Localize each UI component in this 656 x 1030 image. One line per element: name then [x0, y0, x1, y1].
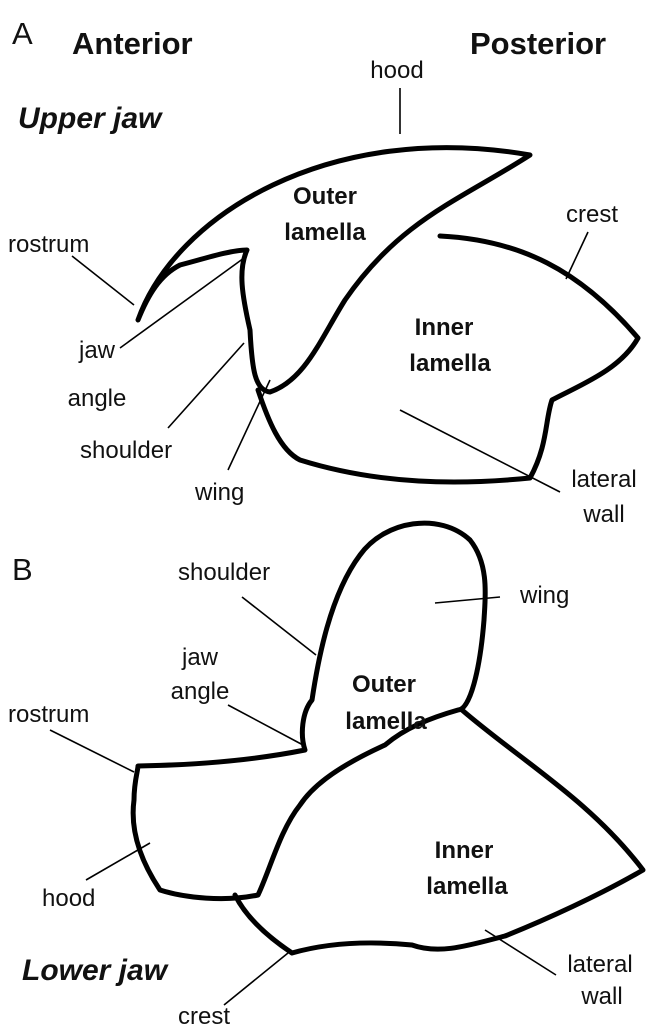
jaw-angle-label-a-line2: angle	[68, 385, 127, 412]
lateral-wall-leader-b	[485, 930, 556, 975]
hood-label-b: hood	[42, 885, 95, 912]
anterior-heading: Anterior	[72, 26, 193, 61]
lateral-wall-label-a: lateral	[571, 466, 636, 493]
upper-outer-lamella-label-line2: lamella	[284, 219, 366, 246]
rostrum-leader-a	[72, 256, 134, 305]
wing-leader-b	[435, 597, 500, 603]
shoulder-label-b: shoulder	[178, 559, 270, 586]
lower-inner-lamella-label-line2: lamella	[426, 873, 508, 900]
crest-leader-b	[224, 953, 288, 1005]
lower-inner-lamella-label: Inner	[435, 837, 494, 864]
upper-jaw-drawing	[72, 88, 638, 492]
wing-label-a: wing	[194, 479, 244, 506]
rostrum-label-b: rostrum	[8, 701, 89, 728]
upper-inner-lamella-label-line2: lamella	[409, 350, 491, 377]
wing-label-b: wing	[519, 582, 569, 609]
crest-leader-a	[566, 232, 588, 279]
rostrum-label-a: rostrum	[8, 231, 89, 258]
jaw-angle-leader-a	[120, 258, 244, 348]
shoulder-leader-a	[168, 343, 244, 428]
upper-outer-lamella-label: Outer	[293, 183, 357, 210]
rostrum-leader-b	[50, 730, 134, 772]
jaw-angle-label-a: jaw	[78, 337, 116, 364]
posterior-heading: Posterior	[470, 26, 606, 61]
shoulder-leader-b	[242, 597, 316, 655]
lateral-wall-label-b-line2: wall	[580, 983, 622, 1010]
lower-outer-lamella-label-line2: lamella	[345, 708, 427, 735]
panel-a-letter: A	[12, 16, 33, 51]
hood-label-a: hood	[370, 57, 423, 84]
panel-b-letter: B	[12, 552, 33, 587]
lateral-wall-label-a-line2: wall	[582, 501, 624, 528]
jaw-angle-label-b-line2: angle	[171, 678, 230, 705]
hood-leader-b	[86, 843, 150, 880]
shoulder-label-a: shoulder	[80, 437, 172, 464]
lateral-wall-label-b: lateral	[567, 951, 632, 978]
jaw-angle-label-b: jaw	[181, 644, 219, 671]
lower-outer-lamella-label: Outer	[352, 671, 416, 698]
upper-jaw-title: Upper jaw	[18, 102, 163, 135]
crest-label-a: crest	[566, 201, 618, 228]
jaw-angle-leader-b	[228, 705, 303, 745]
crest-label-b: crest	[178, 1003, 230, 1030]
wing-leader-a	[228, 380, 270, 470]
lower-jaw-inner-lamella-outline	[235, 710, 643, 953]
upper-inner-lamella-label: Inner	[415, 314, 474, 341]
lower-jaw-title: Lower jaw	[22, 954, 169, 987]
